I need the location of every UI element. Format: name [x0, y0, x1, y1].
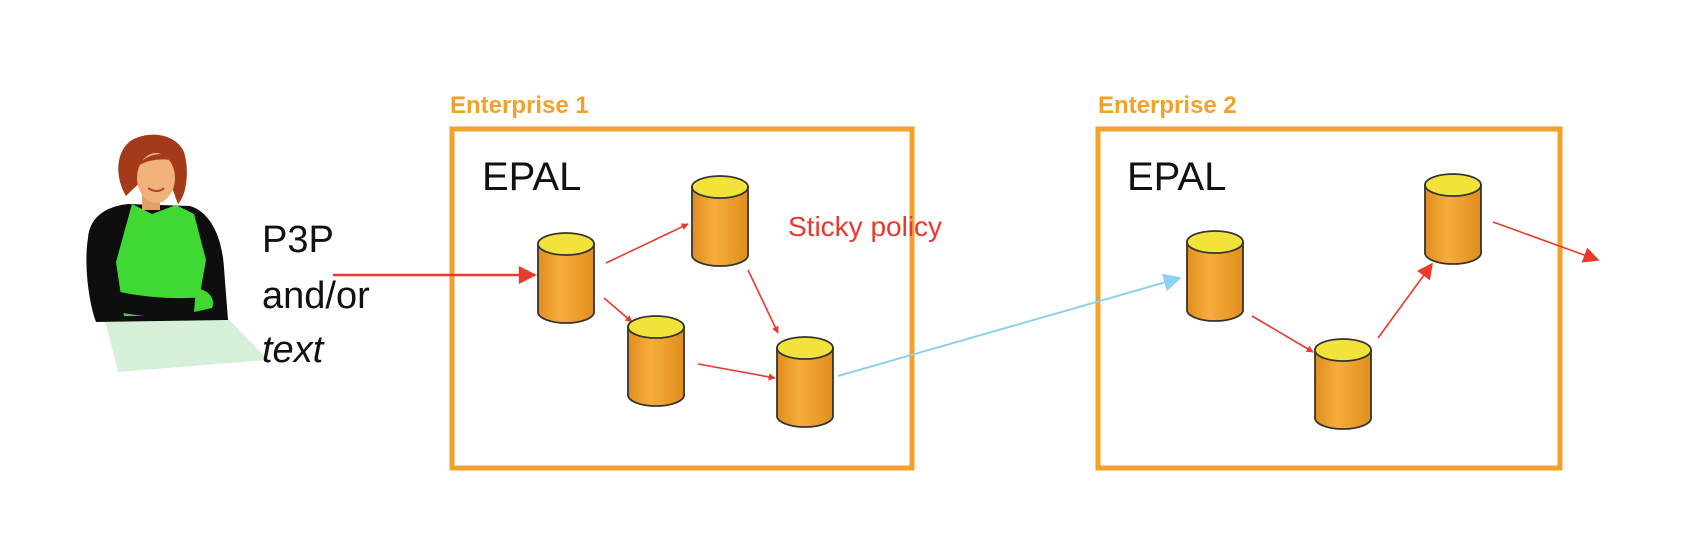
database-icon: [627, 315, 685, 407]
flow-arrow: [605, 223, 689, 264]
enterprise-1-box: [449, 126, 915, 471]
enterprise-1-label: Enterprise 1: [450, 92, 589, 119]
flow-arrow: [1251, 315, 1314, 353]
outgoing-arrow: [1492, 221, 1600, 263]
enterprise-2-label: Enterprise 2: [1098, 92, 1237, 119]
flow-arrow: [1377, 262, 1433, 339]
database-icon: [537, 232, 595, 324]
enterprise-transfer-arrow: [837, 273, 1182, 377]
database-icon: [1424, 173, 1482, 265]
p3p-label: P3P: [262, 219, 334, 261]
enterprise-2-epal-label: EPAL: [1127, 155, 1226, 199]
and-or-label: and/or: [262, 275, 370, 317]
sticky-policy-label: Sticky policy: [788, 211, 942, 242]
flow-arrow: [747, 269, 779, 334]
database-icon: [691, 175, 749, 267]
enterprise-1-epal-label: EPAL: [482, 155, 581, 199]
businesswoman-icon: [86, 134, 268, 372]
database-icon: [776, 336, 834, 428]
database-icon: [1186, 230, 1244, 322]
enterprise-2-box: [1095, 126, 1563, 471]
text-label: text: [262, 329, 325, 371]
flow-arrow: [697, 363, 776, 381]
flow-arrow: [603, 297, 633, 323]
flow-arrows: [333, 221, 1600, 381]
database-icon: [1314, 338, 1372, 430]
